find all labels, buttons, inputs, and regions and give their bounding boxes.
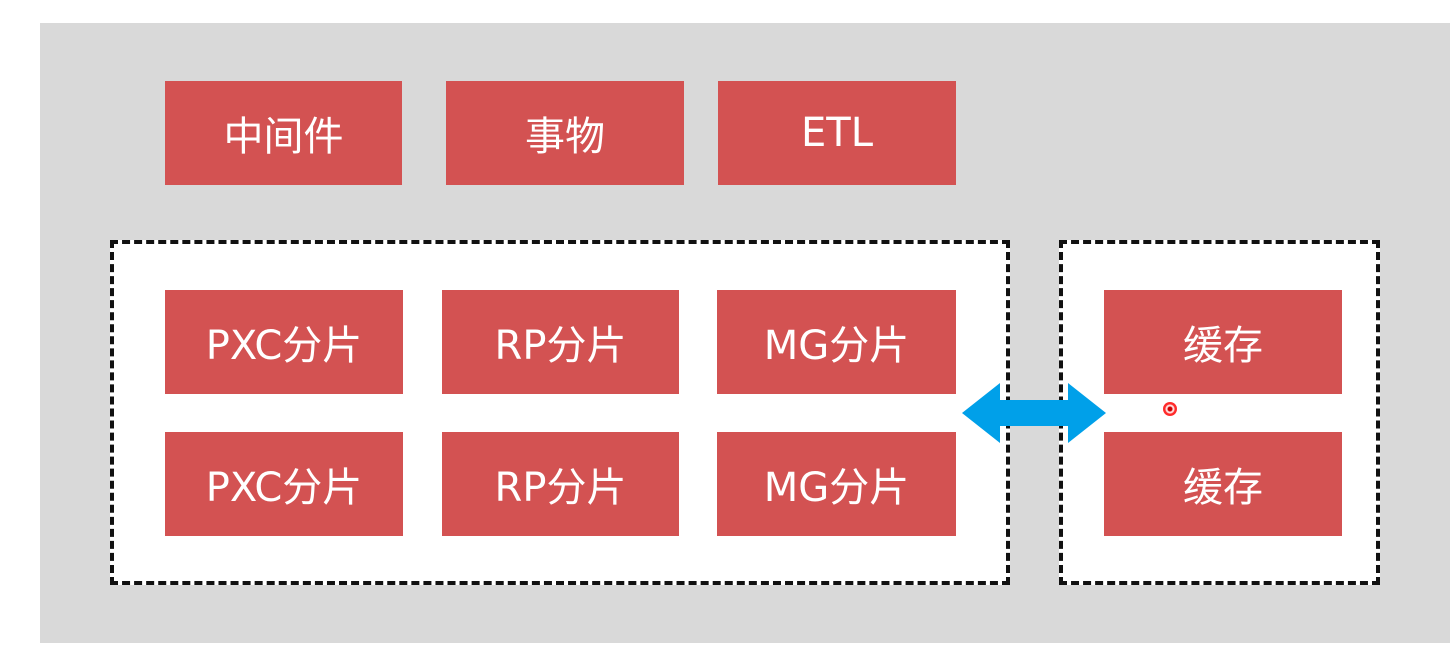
middleware-box: 中间件 (165, 81, 402, 185)
cache-box: 缓存 (1104, 290, 1342, 394)
pxc-shard-box: PXC分片 (165, 290, 403, 394)
mg-shard-box: MG分片 (717, 432, 956, 536)
pxc-shard-box: PXC分片 (165, 432, 403, 536)
mg-shard-box: MG分片 (717, 290, 956, 394)
transaction-box: 事物 (446, 81, 684, 185)
cursor-dot-icon (1163, 402, 1177, 416)
double-headed-arrow-icon (962, 383, 1106, 443)
cache-box: 缓存 (1104, 432, 1342, 536)
arrow-shape (962, 383, 1106, 443)
rp-shard-box: RP分片 (442, 432, 679, 536)
etl-box: ETL (718, 81, 956, 185)
rp-shard-box: RP分片 (442, 290, 679, 394)
